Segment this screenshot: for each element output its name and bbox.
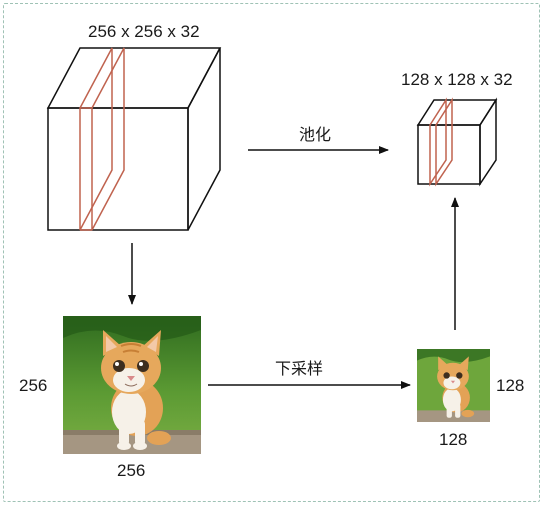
channel-slice-small — [429, 97, 453, 187]
large-image-width-label: 256 — [117, 461, 146, 480]
channel-slice-large — [79, 47, 125, 231]
small-image-width-label: 128 — [439, 430, 468, 449]
large-cube-dimensions-label: 256 x 256 x 32 — [88, 22, 200, 41]
large-image-height-label: 256 — [19, 376, 48, 395]
kitten-image-small — [417, 349, 490, 422]
diagram-frame — [3, 3, 540, 502]
kitten-image-large — [63, 316, 201, 454]
pooling-label: 池化 — [299, 125, 332, 144]
feature-map-cube-small — [416, 97, 498, 187]
small-cube-dimensions-label: 128 x 128 x 32 — [401, 70, 513, 89]
downsample-label: 下采样 — [275, 359, 324, 378]
feature-map-cube-large — [46, 47, 222, 231]
small-image-height-label: 128 — [496, 376, 525, 395]
